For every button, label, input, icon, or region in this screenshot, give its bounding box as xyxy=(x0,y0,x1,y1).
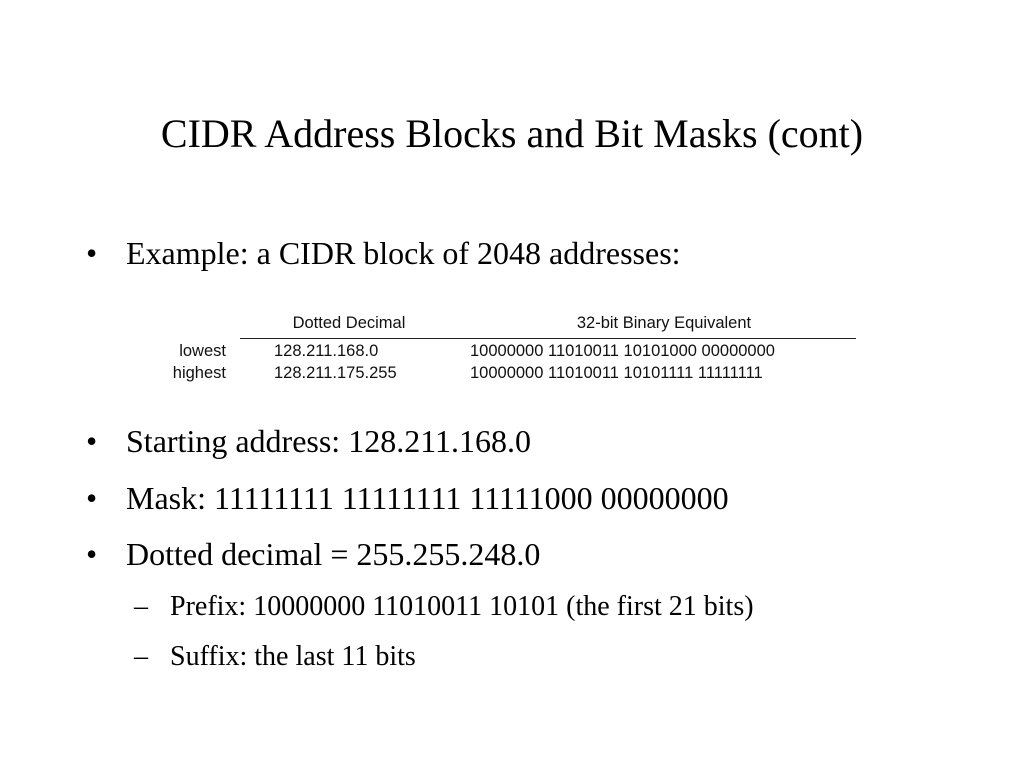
row-dotted: 128.211.168.0 xyxy=(274,342,379,360)
sub-bullet-text: Suffix: the last 11 bits xyxy=(170,641,416,672)
row-binary: 10000000 11010011 10101000 00000000 xyxy=(470,342,775,360)
bullet-marker: • xyxy=(86,423,98,459)
sub-bullet-text: Prefix: 10000000 11010011 10101 (the fir… xyxy=(170,591,754,622)
sub-bullet-marker: – xyxy=(134,591,148,622)
bullet-starting-address: • Starting address: 128.211.168.0 xyxy=(86,422,531,460)
bullet-mask: • Mask: 11111111 11111111 11111000 000000… xyxy=(86,479,729,517)
bullet-marker: • xyxy=(86,235,98,271)
bullet-text: Mask: 11111111 11111111 11111000 0000000… xyxy=(126,480,729,516)
header-dotted-decimal: Dotted Decimal xyxy=(292,314,406,332)
bullet-dotted-decimal: • Dotted decimal = 255.255.248.0 xyxy=(86,535,540,573)
table-header-rule xyxy=(240,338,856,339)
bullet-text: Starting address: 128.211.168.0 xyxy=(126,423,531,459)
bullet-text: Example: a CIDR block of 2048 addresses: xyxy=(126,235,681,271)
bullet-text: Dotted decimal = 255.255.248.0 xyxy=(126,536,541,572)
bullet-example: • Example: a CIDR block of 2048 addresses… xyxy=(86,234,681,272)
bullet-marker: • xyxy=(86,480,98,516)
sub-bullet-suffix: –Suffix: the last 11 bits xyxy=(134,640,416,674)
sub-bullet-marker: – xyxy=(134,641,148,672)
row-label: lowest xyxy=(179,342,226,360)
row-binary: 10000000 11010011 10101111 11111111 xyxy=(470,364,763,382)
row-dotted: 128.211.175.255 xyxy=(274,364,397,382)
slide-title: CIDR Address Blocks and Bit Masks (cont) xyxy=(160,111,864,156)
sub-bullet-prefix: –Prefix: 10000000 11010011 10101 (the fi… xyxy=(134,590,754,624)
row-label: highest xyxy=(172,364,226,382)
header-binary-equivalent: 32-bit Binary Equivalent xyxy=(576,314,752,332)
bullet-marker: • xyxy=(86,536,98,572)
